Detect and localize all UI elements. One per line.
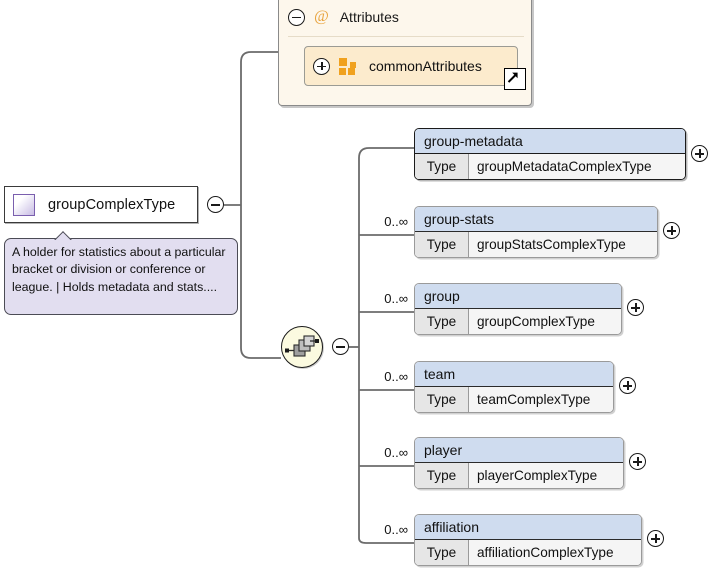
element-name: affiliation xyxy=(415,515,641,540)
root-collapse-toggle[interactable] xyxy=(207,196,224,213)
attributes-panel: @ Attributes commonAttributes xyxy=(278,0,532,106)
type-value: groupMetadataComplexType xyxy=(477,159,652,174)
element-box-group-metadata[interactable]: group-metadata Type groupMetadataComplex… xyxy=(414,128,686,180)
at-symbol-icon: @ xyxy=(314,8,329,25)
type-value: groupStatsComplexType xyxy=(477,237,626,252)
occurrence-label: 0..∞ xyxy=(384,214,408,229)
commonattributes-expand-toggle[interactable] xyxy=(313,57,330,75)
occurrence-label: 0..∞ xyxy=(384,369,408,384)
element-box-player[interactable]: player Type playerComplexType xyxy=(414,437,624,489)
attributes-header: @ Attributes xyxy=(279,1,531,33)
element-expand-toggle[interactable] xyxy=(691,145,708,162)
occurrence-label: 0..∞ xyxy=(384,522,408,537)
type-value: playerComplexType xyxy=(477,468,598,483)
commonattributes-label: commonAttributes xyxy=(369,58,482,74)
element-type-row: Type playerComplexType xyxy=(415,463,623,488)
element-name: player xyxy=(415,438,623,463)
annotation-pointer xyxy=(52,230,73,240)
type-key-label: Type xyxy=(415,309,469,334)
element-type-row: Type affiliationComplexType xyxy=(415,540,641,565)
element-expand-toggle[interactable] xyxy=(619,377,636,394)
attributes-divider xyxy=(288,36,524,37)
element-box-group[interactable]: group Type groupComplexType xyxy=(414,283,622,335)
attributes-title: Attributes xyxy=(339,9,399,25)
root-complextype-box[interactable]: groupComplexType xyxy=(4,186,198,223)
type-value: affiliationComplexType xyxy=(477,545,614,560)
external-link-arrow-icon[interactable] xyxy=(504,68,526,90)
element-type-row: Type groupComplexType xyxy=(415,309,621,334)
element-name: group-stats xyxy=(415,207,657,232)
type-key-label: Type xyxy=(415,540,469,565)
element-name: group xyxy=(415,284,621,309)
element-box-group-stats[interactable]: group-stats Type groupStatsComplexType xyxy=(414,206,658,258)
type-key-label: Type xyxy=(415,463,469,488)
element-expand-toggle[interactable] xyxy=(663,222,680,239)
element-name: team xyxy=(415,362,613,387)
element-type-row: Type groupStatsComplexType xyxy=(415,232,657,257)
element-expand-toggle[interactable] xyxy=(629,453,646,470)
element-box-affiliation[interactable]: affiliation Type affiliationComplexType xyxy=(414,514,642,566)
annotation-text: A holder for statistics about a particul… xyxy=(12,245,226,294)
compositor-collapse-toggle[interactable] xyxy=(332,338,349,355)
type-value: groupComplexType xyxy=(477,314,595,329)
complextype-swatch-icon xyxy=(13,193,35,216)
root-complextype-label: groupComplexType xyxy=(48,196,176,213)
type-key-label: Type xyxy=(415,154,469,179)
attributes-collapse-toggle[interactable] xyxy=(288,8,305,26)
element-type-row: Type groupMetadataComplexType xyxy=(415,154,685,179)
element-expand-toggle[interactable] xyxy=(627,299,644,316)
element-expand-toggle[interactable] xyxy=(647,530,664,547)
type-key-label: Type xyxy=(415,387,469,412)
attribute-group-commonattributes[interactable]: commonAttributes xyxy=(304,46,526,90)
type-key-label: Type xyxy=(415,232,469,257)
element-type-row: Type teamComplexType xyxy=(415,387,613,412)
sequence-compositor-icon[interactable] xyxy=(281,326,323,368)
element-name: group-metadata xyxy=(415,129,685,154)
element-box-team[interactable]: team Type teamComplexType xyxy=(414,361,614,413)
root-annotation-tooltip: A holder for statistics about a particul… xyxy=(4,238,238,315)
attribute-group-squares-icon xyxy=(339,58,357,75)
occurrence-label: 0..∞ xyxy=(384,291,408,306)
occurrence-label: 0..∞ xyxy=(384,445,408,460)
type-value: teamComplexType xyxy=(477,392,591,407)
